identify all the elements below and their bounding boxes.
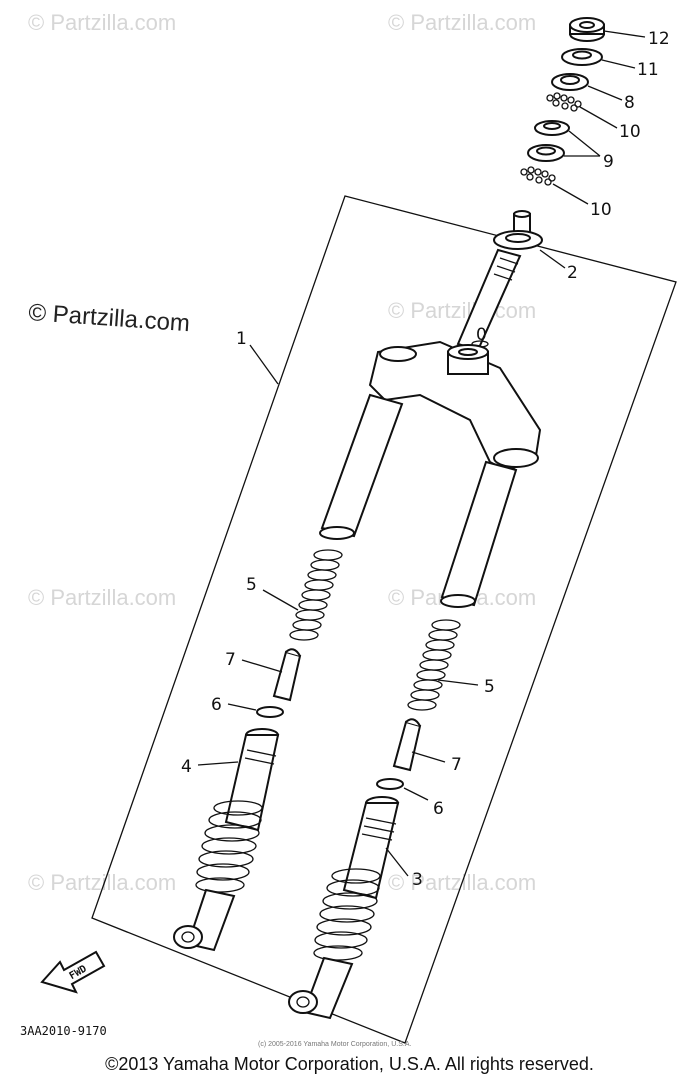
callout-6: 6 — [211, 695, 222, 715]
callout-labels: 12 11 8 10 9 10 2 1 5 7 6 4 5 7 6 3 0 — [181, 29, 670, 890]
right-spring — [407, 619, 461, 711]
callout-10: 10 — [590, 200, 612, 220]
callout-7: 7 — [225, 650, 236, 670]
watermark: © Partzilla.com — [28, 10, 176, 35]
diagram-code: 3AA2010-9170 — [20, 1024, 107, 1038]
left-fork-tube — [319, 393, 404, 540]
callout-12: 12 — [648, 29, 670, 49]
ball-bearings-upper — [546, 92, 582, 112]
steering-head-parts — [520, 17, 605, 186]
washer — [561, 48, 603, 66]
callout-5: 5 — [484, 677, 495, 697]
left-bellows — [195, 800, 263, 893]
footer-copyright: ©2013 Yamaha Motor Corporation, U.S.A. A… — [105, 1054, 594, 1074]
parts-diagram: © Partzilla.com © Partzilla.com © Partzi… — [20, 10, 677, 1048]
callout-4: 4 — [181, 757, 192, 777]
watermark: © Partzilla.com — [388, 10, 536, 35]
group-boundary — [91, 195, 677, 1044]
callout-1: 1 — [236, 329, 247, 349]
callout-0: 0 — [476, 325, 487, 345]
steering-stem — [456, 210, 543, 352]
right-o-ring — [376, 778, 404, 790]
callout-10: 10 — [619, 122, 641, 142]
left-outer-tube — [173, 728, 280, 952]
callout-9: 9 — [603, 152, 614, 172]
right-fork-tube — [440, 460, 518, 608]
under-bracket — [368, 340, 542, 472]
watermark: © Partzilla.com — [388, 298, 536, 323]
callout-11: 11 — [637, 60, 659, 80]
ball-bearings-lower — [520, 166, 556, 186]
bearing-races — [527, 120, 570, 162]
watermark: © Partzilla.com — [28, 870, 176, 895]
watermark-prominent: © Partzilla.com — [28, 299, 191, 337]
left-o-ring — [256, 706, 284, 718]
callout-6: 6 — [433, 799, 444, 819]
small-copyright: (c) 2005-2016 Yamaha Motor Corporation, … — [258, 1041, 411, 1048]
callout-2: 2 — [567, 263, 578, 283]
left-spring — [289, 549, 343, 641]
leader-lines-top — [552, 30, 646, 205]
right-collar — [392, 718, 422, 772]
right-bellows — [313, 868, 381, 961]
callout-5: 5 — [246, 575, 257, 595]
callout-8: 8 — [624, 93, 635, 113]
upper-race — [551, 73, 589, 91]
right-outer-tube — [288, 796, 400, 1020]
callout-3: 3 — [412, 870, 423, 890]
callout-7: 7 — [451, 755, 462, 775]
watermark: © Partzilla.com — [28, 585, 176, 610]
left-collar — [272, 648, 302, 702]
fwd-arrow-icon: FWD — [40, 950, 106, 994]
ring-nut — [569, 17, 605, 42]
